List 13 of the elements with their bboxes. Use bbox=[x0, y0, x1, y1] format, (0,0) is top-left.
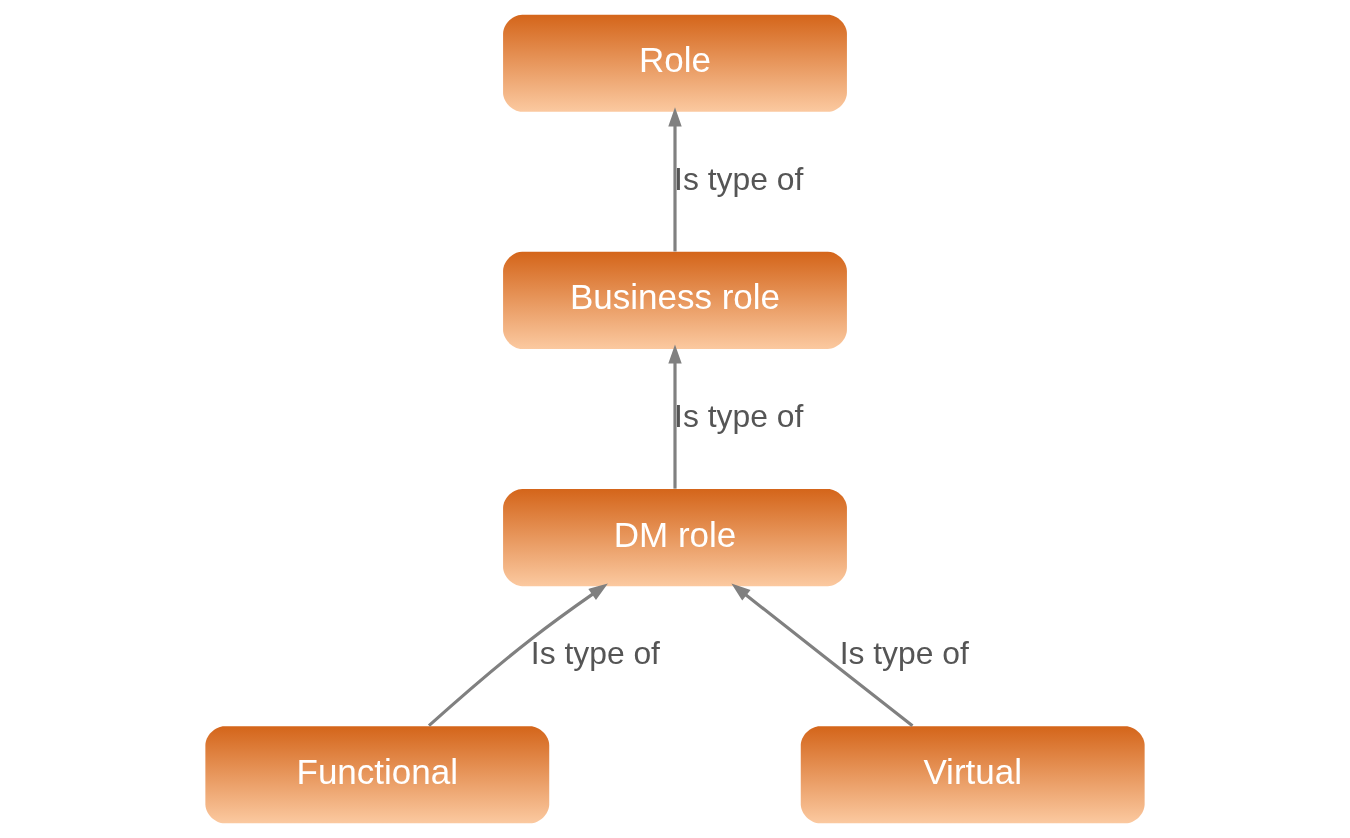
node-box: Functional bbox=[205, 726, 550, 824]
edge-label: Is type of bbox=[674, 397, 804, 434]
node-box: Role bbox=[503, 14, 847, 112]
arrow bbox=[427, 583, 608, 727]
node-box: Virtual bbox=[800, 726, 1145, 824]
node-box: Business role bbox=[503, 251, 847, 349]
arrow bbox=[731, 583, 914, 728]
edge-label: Is type of bbox=[530, 635, 660, 672]
node-box: DM role bbox=[503, 489, 847, 587]
arrow bbox=[668, 344, 682, 489]
edge-label: Is type of bbox=[839, 635, 969, 672]
arrow bbox=[668, 107, 682, 252]
edge-label: Is type of bbox=[674, 160, 804, 197]
